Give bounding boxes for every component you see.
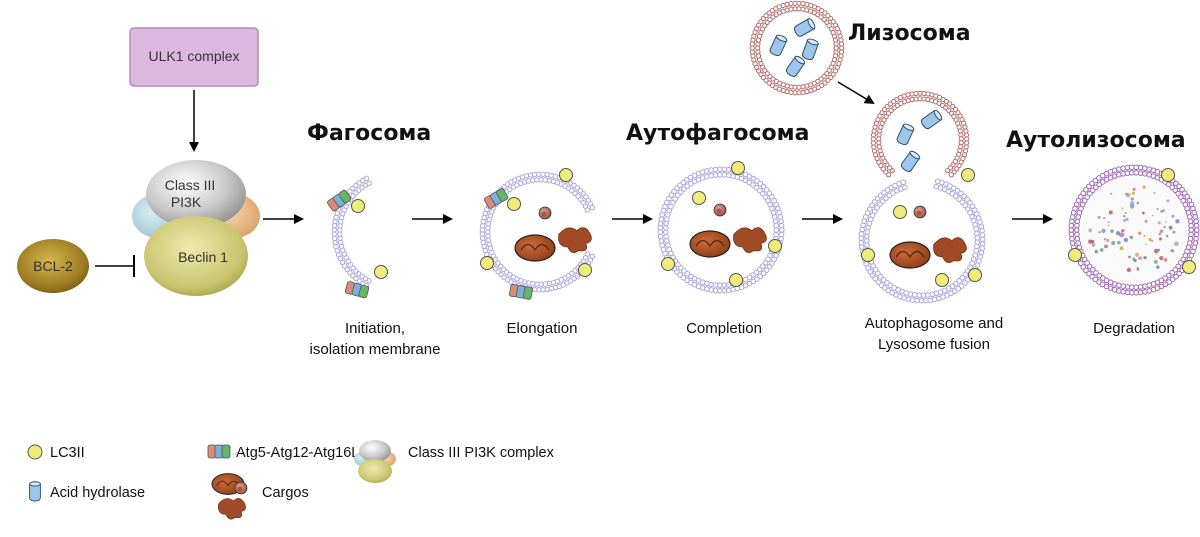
title-autophagosome: Аутофагосома <box>626 121 810 146</box>
acid-hydrolase <box>785 55 806 77</box>
mitochondrion-cargo <box>889 241 931 269</box>
autophagosome-membrane <box>657 166 785 294</box>
label-elongation: Elongation <box>507 320 578 337</box>
title-phagosome: Фагосома <box>307 121 431 146</box>
label-fusion-line2: Lysosome fusion <box>878 336 990 353</box>
lc3ii-marker <box>507 197 521 211</box>
bcl2-inhibition <box>95 255 135 277</box>
lc3ii-marker <box>351 199 365 213</box>
legend: LC3II Atg5-Atg12-Atg16L Class III PI3K c… <box>27 440 555 520</box>
beclin1-label: Beclin 1 <box>178 249 228 265</box>
protein-cargo <box>558 227 592 253</box>
lc3ii-marker <box>935 273 949 287</box>
organelle-cargo <box>713 203 727 217</box>
class3-pi3k-complex: Class III PI3K Beclin 1 <box>132 160 260 296</box>
lc3ii-legend-icon <box>27 444 43 460</box>
lc3ii-marker <box>729 273 743 287</box>
label-degradation: Degradation <box>1093 320 1175 337</box>
protein-cargo <box>217 498 246 520</box>
ulk1-complex-box: ULK1 complex <box>129 27 259 87</box>
degraded-content <box>1088 185 1180 273</box>
autolysosome <box>1068 164 1200 296</box>
legend-hydrolase: Acid hydrolase <box>50 485 145 501</box>
class3-label-line1: Class III <box>165 177 216 193</box>
legend-cargos: Cargos <box>262 485 309 501</box>
acid-hydrolase <box>896 123 915 146</box>
acid-hydrolase <box>29 481 41 502</box>
mitochondrion-cargo <box>689 230 731 258</box>
elongating-phagophore <box>479 168 596 300</box>
fusion-autophagosome-membrane <box>858 178 986 304</box>
isolation-membrane <box>327 175 388 299</box>
title-lysosome: Лизосома <box>848 21 971 46</box>
legend-atg: Atg5-Atg12-Atg16L <box>236 445 359 461</box>
acid-hydrolase-legend-icon <box>29 481 41 502</box>
lc3ii-marker <box>480 256 494 270</box>
isolation-membrane-arc <box>331 175 372 289</box>
atg-complex-marker <box>344 281 370 299</box>
lc3ii-marker <box>1068 248 1082 262</box>
pi3k-complex-legend-icon <box>354 440 396 483</box>
lysosome-membrane <box>749 0 845 96</box>
mitochondrion-cargo <box>514 234 556 262</box>
organelle-cargo <box>538 206 552 220</box>
class3-pi3k-ellipse <box>146 160 246 228</box>
acid-hydrolase <box>921 109 943 130</box>
label-initiation-line1: Initiation, <box>345 320 405 337</box>
lc3ii-marker <box>578 263 592 277</box>
beclin1-ellipse <box>144 216 248 296</box>
lc3ii-marker <box>692 191 706 205</box>
atg-complex-marker <box>509 283 533 300</box>
lc3ii-marker <box>768 239 782 253</box>
fusion-structure <box>858 90 986 304</box>
lc3ii-marker <box>893 205 907 219</box>
legend-lc3ii: LC3II <box>50 445 85 461</box>
lc3ii-marker <box>968 268 982 282</box>
atg-complex-marker <box>327 189 352 212</box>
organelle-cargo <box>913 205 927 219</box>
bcl2-label: BCL-2 <box>33 258 73 274</box>
autophagosome <box>657 161 785 294</box>
ulk1-label: ULK1 complex <box>148 48 239 64</box>
cargos-legend-icon <box>211 473 248 520</box>
acid-hydrolase <box>769 34 788 57</box>
lc3ii-marker <box>961 168 975 182</box>
lc3ii-marker <box>1182 260 1196 274</box>
lc3ii-marker <box>661 257 675 271</box>
lc3ii-marker <box>731 161 745 175</box>
autolysosome-membrane <box>1068 164 1200 296</box>
arrow-lysosome <box>837 81 875 105</box>
protein-cargo <box>733 227 767 253</box>
organelle-cargo <box>234 481 248 495</box>
lc3ii-marker <box>374 265 388 279</box>
acid-hydrolase <box>801 38 819 61</box>
acid-hydrolase <box>900 150 921 172</box>
lc3ii-marker <box>1161 168 1175 182</box>
label-fusion-line1: Autophagosome and <box>865 315 1003 332</box>
fusion-lysosome-membrane <box>870 90 970 178</box>
protein-cargo <box>933 237 967 263</box>
lc3ii-marker <box>861 248 875 262</box>
bcl2-node: BCL-2 <box>17 239 89 293</box>
class3-label-line2: PI3K <box>171 194 202 210</box>
atg-legend-icon <box>207 444 231 459</box>
lc3ii-marker <box>559 168 573 182</box>
title-autolysosome: Аутолизосома <box>1006 128 1186 153</box>
acid-hydrolase <box>793 18 816 37</box>
legend-pi3k: Class III PI3K complex <box>408 445 555 461</box>
atg-complex-marker <box>483 188 509 209</box>
label-initiation-line2: isolation membrane <box>310 341 441 358</box>
lysosome <box>749 0 845 96</box>
label-completion: Completion <box>686 320 762 337</box>
